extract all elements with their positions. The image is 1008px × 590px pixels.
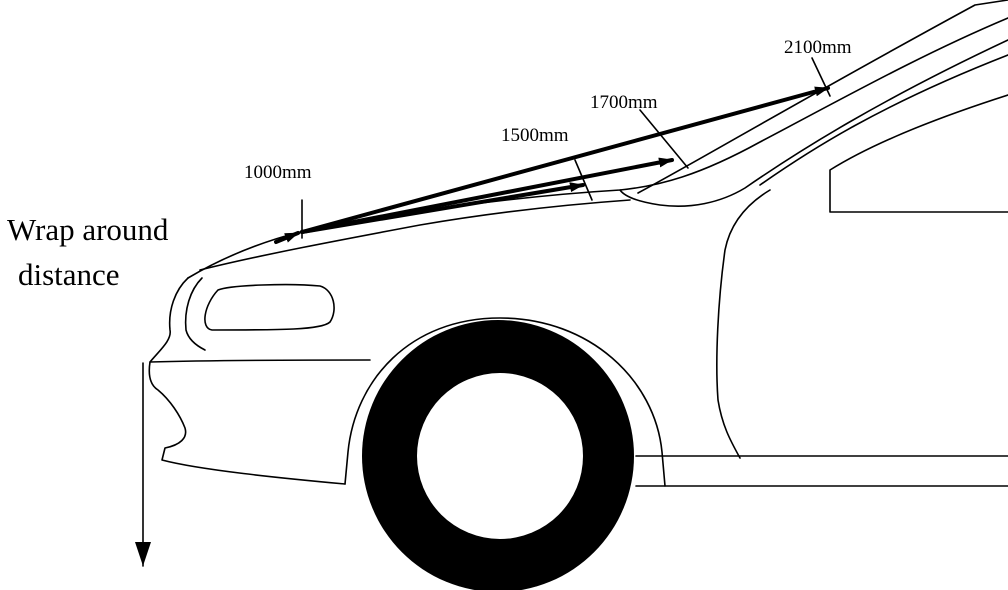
label-2100mm: 2100mm [784, 37, 852, 58]
window-frame-line [759, 54, 1008, 186]
cowl-outline [619, 39, 1008, 208]
caption-line1: Wrap around [7, 212, 169, 247]
caption-line2: distance [18, 257, 120, 292]
windshield-outline [637, 0, 1008, 194]
wheel-hub [417, 373, 583, 539]
bumper-line [149, 359, 371, 363]
leader-1500mm [574, 159, 593, 201]
front-nose-inner [184, 277, 206, 351]
arrow-2100mm [300, 86, 830, 234]
arrow-1700mm [300, 157, 674, 234]
arrow-1000mm [274, 231, 300, 244]
headlight [204, 283, 335, 331]
label-1000mm: 1000mm [244, 162, 312, 183]
leader-1700mm [639, 109, 689, 169]
label-1700mm: 1700mm [590, 92, 658, 113]
wheel-arch [344, 317, 666, 487]
label-1500mm: 1500mm [501, 125, 569, 146]
door-front-edge [716, 189, 771, 459]
rocker-panel [635, 455, 1008, 487]
front-nose [148, 277, 346, 485]
side-window [829, 94, 1008, 213]
hood-crease [199, 199, 631, 271]
hood-outline [187, 17, 1008, 279]
leader-2100mm [811, 57, 831, 97]
